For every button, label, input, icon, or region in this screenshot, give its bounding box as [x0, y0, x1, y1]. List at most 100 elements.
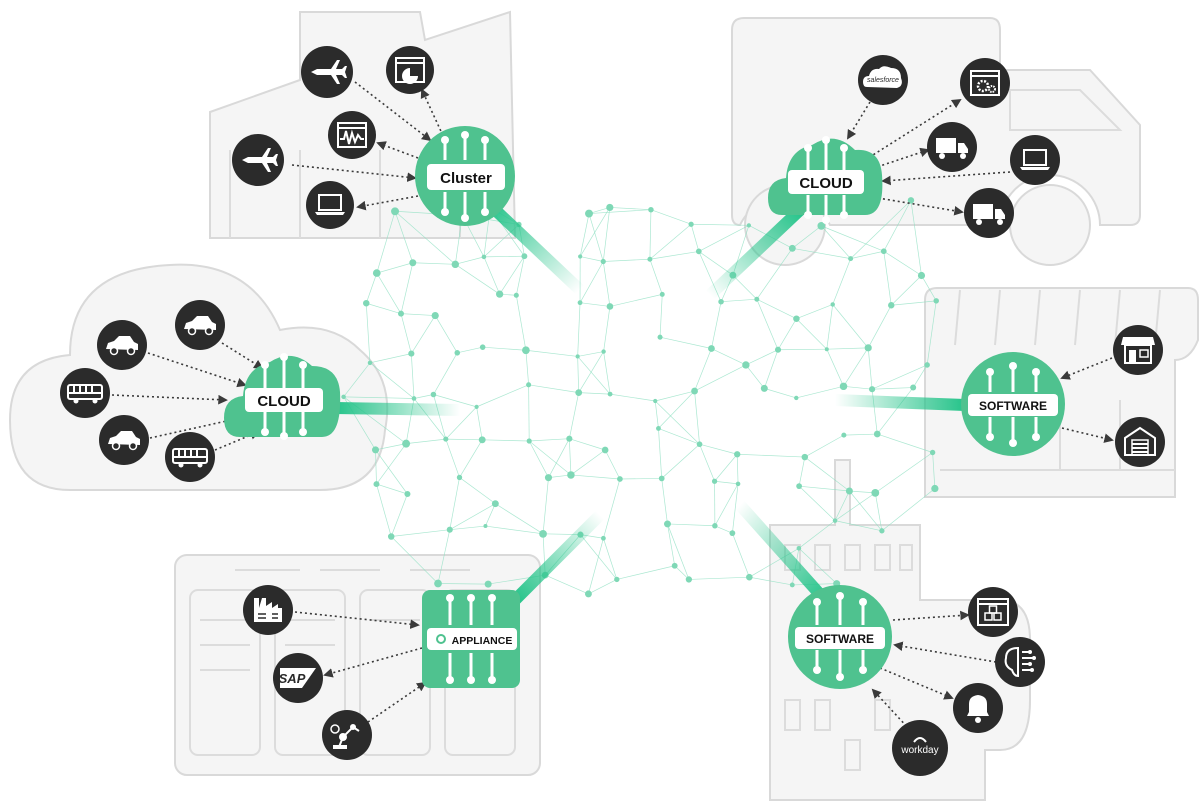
- mesh-edge: [804, 434, 845, 458]
- mesh-edge: [603, 538, 618, 580]
- mesh-edge: [694, 348, 712, 392]
- mesh-edge: [525, 349, 578, 357]
- mesh-edge: [577, 302, 581, 357]
- mesh-edge: [850, 250, 884, 259]
- cloud-top-hub[interactable]: CLOUD: [768, 136, 883, 224]
- mesh-edge: [694, 391, 700, 445]
- mesh-edge: [433, 394, 447, 440]
- mesh-edge: [798, 457, 806, 487]
- mesh-edge: [578, 351, 604, 393]
- appliance-hub[interactable]: APPLIANCE: [422, 590, 520, 688]
- mesh-node: [695, 248, 702, 255]
- mesh-edge: [745, 349, 779, 366]
- mesh-edge: [756, 248, 793, 300]
- mesh-node: [696, 441, 703, 448]
- mesh-node: [848, 256, 854, 262]
- mesh-edge: [821, 225, 851, 259]
- software-right-hub[interactable]: SOFTWARE: [961, 352, 1065, 456]
- mesh-node: [871, 488, 880, 497]
- boxes-window-icon: [968, 587, 1018, 637]
- mesh-edge: [804, 456, 850, 492]
- mesh-edge: [369, 362, 415, 399]
- mesh-edge: [459, 439, 483, 478]
- mesh-node: [873, 430, 881, 438]
- mesh-edge: [798, 548, 837, 584]
- mesh-edge: [603, 258, 650, 262]
- mesh-node: [526, 382, 532, 388]
- mesh-edge: [834, 492, 876, 521]
- mesh-edge: [515, 256, 525, 296]
- mesh-edge: [688, 576, 750, 580]
- mesh-edge: [850, 200, 912, 259]
- mesh-node: [478, 436, 486, 444]
- mesh-edge: [577, 356, 611, 395]
- cloud-left-hub[interactable]: CLOUD: [224, 353, 341, 440]
- mesh-node: [794, 395, 799, 401]
- mesh-edge: [832, 258, 851, 305]
- mesh-node: [658, 475, 665, 482]
- mesh-edge: [580, 302, 610, 307]
- mesh-edge: [796, 385, 844, 399]
- mesh-edge: [654, 400, 700, 445]
- mesh-node: [796, 545, 802, 551]
- mesh-edge: [394, 211, 414, 263]
- mesh-edge: [483, 255, 525, 258]
- mesh-node: [443, 436, 449, 442]
- bus-icon: [60, 368, 110, 418]
- software-bottom-hub[interactable]: SOFTWARE: [788, 585, 892, 689]
- bell-icon: [953, 683, 1003, 733]
- mesh-node: [841, 432, 847, 438]
- mesh-edge: [834, 490, 850, 521]
- mesh-edge: [798, 520, 836, 549]
- mesh-edge: [390, 493, 408, 537]
- mesh-node: [606, 203, 614, 212]
- mesh-edge: [437, 529, 451, 584]
- mesh-edge: [376, 211, 396, 274]
- mesh-edge: [609, 294, 663, 307]
- mesh-edge: [410, 353, 415, 399]
- mesh-edge: [616, 565, 675, 580]
- mesh-node: [474, 404, 479, 409]
- mesh-edge: [667, 523, 690, 580]
- mesh-edge: [376, 272, 402, 314]
- salesforce-label: salesforce: [867, 77, 899, 84]
- mesh-edge: [756, 298, 797, 320]
- mesh-edge: [376, 483, 408, 495]
- mesh-edge: [690, 224, 700, 252]
- mesh-edge: [375, 449, 408, 495]
- mesh-edge: [528, 440, 572, 476]
- mesh-node: [522, 346, 530, 355]
- mesh-edge: [390, 536, 439, 584]
- mesh-edge: [391, 529, 450, 537]
- mesh-edge: [834, 520, 882, 532]
- mesh-node: [711, 478, 718, 484]
- cloud-left-label: CLOUD: [257, 393, 310, 410]
- mesh-edge: [877, 433, 933, 453]
- mesh-node: [789, 582, 795, 588]
- mesh-node: [864, 344, 872, 352]
- mesh-edge: [661, 443, 700, 479]
- mesh-node: [566, 435, 573, 442]
- mesh-edge: [482, 439, 530, 442]
- mesh-edge: [849, 490, 883, 532]
- mesh-edge: [569, 438, 606, 451]
- mesh-node: [907, 197, 915, 204]
- mesh-edge: [921, 275, 937, 302]
- mesh-edge: [881, 488, 936, 532]
- mesh-edge: [482, 346, 526, 351]
- mesh-edge: [459, 477, 496, 504]
- gears-window-icon: [960, 58, 1010, 108]
- mesh-edge: [525, 350, 529, 385]
- mesh-edge: [445, 438, 460, 478]
- mesh-node: [754, 296, 760, 302]
- mesh-edge: [445, 438, 483, 441]
- mesh-edge: [588, 209, 651, 214]
- mesh-edge: [792, 225, 822, 249]
- warehouse-icon: [1115, 417, 1165, 467]
- mesh-edge: [891, 300, 937, 306]
- mesh-node: [742, 361, 750, 369]
- mesh-edge: [369, 353, 412, 364]
- cluster-hub[interactable]: Cluster: [415, 126, 515, 226]
- mesh-node: [430, 391, 437, 398]
